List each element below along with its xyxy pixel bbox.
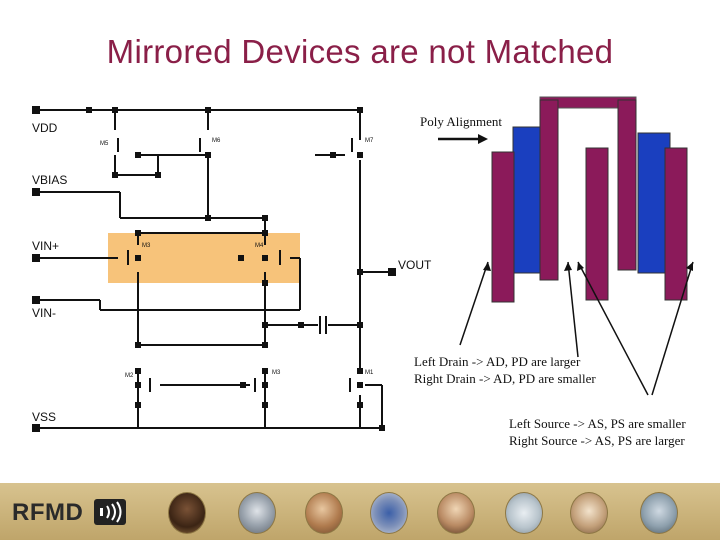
left-drain-note: Left Drain -> AD, PD are larger — [414, 354, 581, 369]
family-photo — [305, 492, 343, 534]
vin-plus-label: VIN+ — [32, 239, 60, 253]
right-poly-gate — [617, 99, 637, 271]
rfmd-logo: RFMD — [12, 499, 84, 526]
right-drain-note: Right Drain -> AD, PD are smaller — [414, 371, 596, 386]
svg-text:M2: M2 — [125, 373, 134, 379]
laptop-user-photo — [570, 492, 608, 534]
svg-text:M1: M1 — [365, 370, 374, 376]
vdd-label: VDD — [32, 121, 58, 135]
cell-tower-photo — [640, 492, 678, 534]
rfmd-logo-badge — [94, 499, 126, 525]
satellite-photo — [238, 492, 276, 534]
left-poly-gate — [539, 99, 559, 281]
left-source — [585, 147, 609, 301]
left-source-note: Left Source -> AS, PS are smaller — [509, 416, 686, 431]
amplifier-schematic: M5 M6 M7 M3 M4 M2 M3 M1 — [32, 106, 396, 432]
woman-phone-photo — [168, 492, 206, 534]
svg-text:M4: M4 — [255, 243, 264, 249]
mirrored-device-layout — [438, 96, 694, 396]
slide-title: Mirrored Devices are not Matched — [106, 33, 614, 70]
vin-minus-label: VIN- — [32, 306, 56, 320]
vss-label: VSS — [32, 410, 57, 424]
right-source-note: Right Source -> AS, PS are larger — [509, 433, 685, 448]
svg-text:M3: M3 — [142, 243, 151, 249]
signal-icon — [100, 501, 122, 523]
camera-photo — [370, 492, 408, 534]
svg-text:M3: M3 — [272, 370, 281, 376]
vbias-label: VBIAS — [32, 173, 68, 187]
antenna-tower-photo — [505, 492, 543, 534]
poly-alignment-label: Poly Alignment — [420, 114, 502, 129]
right-source — [664, 147, 688, 301]
svg-text:M5: M5 — [100, 141, 109, 147]
man-phone-photo — [437, 492, 475, 534]
svg-text:M7: M7 — [365, 138, 374, 144]
vout-label: VOUT — [398, 258, 432, 272]
left-drain — [491, 151, 515, 303]
svg-text:M6: M6 — [212, 138, 221, 144]
